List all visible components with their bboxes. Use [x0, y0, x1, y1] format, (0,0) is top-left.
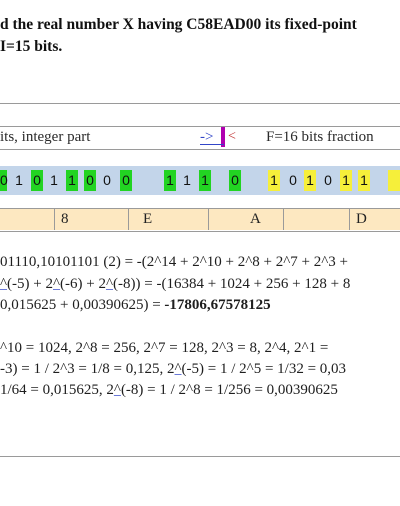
hex-row-background: [0, 209, 400, 230]
table-row-border-4: [0, 231, 400, 232]
arrow-underline-icon: [200, 144, 224, 145]
bit-cell: 0: [289, 172, 297, 188]
hex-separator: [349, 209, 350, 230]
bit-cell: 0: [31, 170, 43, 191]
bit-cell: 1: [358, 170, 370, 191]
hex-digit: D: [356, 211, 367, 227]
hex-separator: [128, 209, 129, 230]
arrow-left-icon: <: [228, 129, 236, 144]
calc-result: -17806,67578125: [164, 297, 271, 313]
bit-cell: 0: [324, 172, 332, 188]
bit-cell: 1: [199, 170, 211, 191]
bit-cell: 1: [50, 172, 58, 188]
hex-digit: E: [143, 211, 153, 227]
hex-digit: 8: [61, 211, 69, 227]
powers-underlined-caret: ^: [113, 382, 121, 398]
arrow-label: ->: [200, 129, 214, 145]
bit-cell: [388, 170, 400, 191]
calculation-line-3: 0,015625 + 0,00390625) = -17806,67578125: [0, 297, 271, 314]
calc-underlined-caret: ^: [0, 276, 8, 292]
table-row-border-3: [0, 208, 400, 209]
calc-text: (-8)) = -(16384 + 1024 + 256 + 128 + 8: [113, 276, 351, 292]
calculation-line-2: ^(-5) + 2^(-6) + 2^(-8)) = -(16384 + 102…: [0, 276, 350, 293]
bit-cell: 1: [304, 170, 316, 191]
calc-underlined-caret: ^: [106, 276, 114, 292]
powers-line-3: 1/64 = 0,015625, 2^(-8) = 1 / 2^8 = 1/25…: [0, 382, 338, 399]
radix-point-marker-icon: [221, 127, 225, 147]
bottom-divider: [0, 456, 400, 457]
powers-text: (-5) = 1 / 2^5 = 1/32 = 0,03: [181, 361, 347, 377]
bit-cell: 0: [84, 170, 96, 191]
calc-underlined-caret: ^: [53, 276, 61, 292]
calc-text: (-6) + 2: [60, 276, 106, 292]
bit-cell: 0: [0, 170, 8, 191]
table-row-border-2: [0, 149, 400, 150]
bit-cell: 1: [183, 172, 191, 188]
hex-separator: [283, 209, 284, 230]
hex-separator: [54, 209, 55, 230]
powers-line-2: -3) = 1 / 2^3 = 1/8 = 0,125, 2^(-5) = 1 …: [0, 361, 346, 378]
bit-cell: 1: [66, 170, 78, 191]
bit-cell: 1: [15, 172, 23, 188]
bit-cell: 1: [340, 170, 352, 191]
problem-title-line-1: d the real number X having C58EAD00 its …: [0, 16, 357, 33]
powers-line-1: ^10 = 1024, 2^8 = 256, 2^7 = 128, 2^3 = …: [0, 340, 329, 356]
problem-title-line-2: I=15 bits.: [0, 38, 63, 55]
bit-cell: 1: [164, 170, 176, 191]
bit-cell: 1: [268, 170, 280, 191]
table-top-border: [0, 103, 400, 104]
powers-text: 1/64 = 0,015625, 2: [0, 382, 114, 398]
powers-underlined-caret: ^: [174, 361, 182, 377]
calc-text: 0,015625 + 0,00390625) =: [0, 297, 165, 313]
powers-text: (-8) = 1 / 2^8 = 1/256 = 0,00390625: [120, 382, 338, 398]
powers-text: -3) = 1 / 2^3 = 1/8 = 0,125, 2: [0, 361, 175, 377]
hex-separator: [208, 209, 209, 230]
bit-cell: 0: [103, 172, 111, 188]
table-row-border-1: [0, 126, 400, 127]
integer-part-label: its, integer part: [0, 129, 91, 145]
fraction-part-label: F=16 bits fraction: [266, 129, 374, 145]
calc-text: (-5) + 2: [7, 276, 53, 292]
bit-cell: 0: [120, 170, 132, 191]
hex-digit: A: [250, 211, 261, 227]
bit-cell: 0: [229, 170, 241, 191]
calculation-line-1: 01110,10101101 (2) = -(2^14 + 2^10 + 2^8…: [0, 254, 349, 270]
